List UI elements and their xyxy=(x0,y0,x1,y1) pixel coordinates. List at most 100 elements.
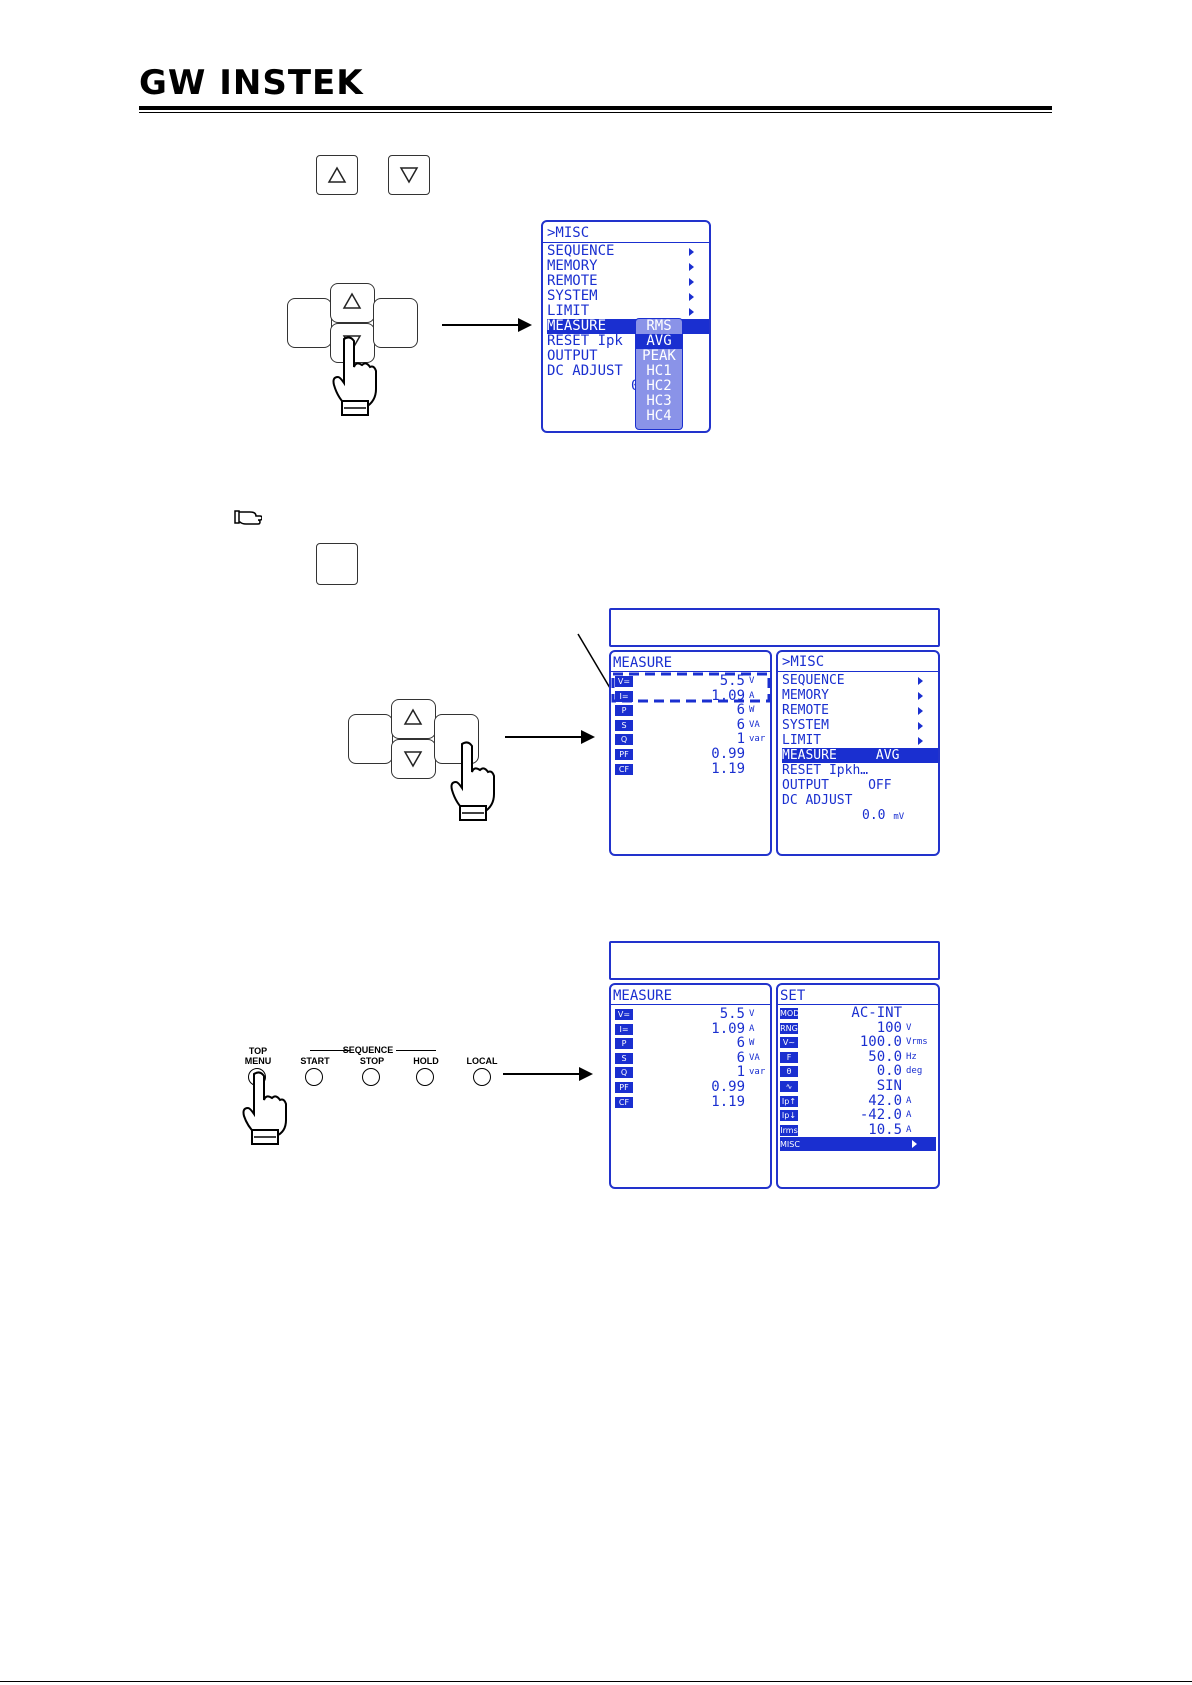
popup-option-rms[interactable]: RMS xyxy=(646,318,672,334)
menu2-item-dc-adjust[interactable]: DC ADJUST xyxy=(782,793,853,808)
menu-item-memory[interactable]: MEMORY xyxy=(547,259,694,274)
dc-adjust-value: 0.0 mV xyxy=(862,808,905,823)
sequence-line-right xyxy=(396,1050,436,1051)
row-value: 0.0 xyxy=(876,1063,902,1080)
row-unit: A xyxy=(749,690,755,701)
row-value: 0.99 xyxy=(711,1079,745,1095)
arrow-1 xyxy=(442,318,532,332)
menu-item-sequence[interactable]: SEQUENCE xyxy=(547,244,694,259)
row-unit: VA xyxy=(749,1052,760,1063)
menu2-item-sequence[interactable]: SEQUENCE xyxy=(782,673,923,688)
row-value: 5.5 xyxy=(719,673,745,689)
menu-item-system[interactable]: SYSTEM xyxy=(547,289,694,304)
menu-item-dc-adjust[interactable]: DC ADJUST xyxy=(547,363,623,379)
measure-pane-title: MEASURE xyxy=(613,655,673,671)
row-value: 1.19 xyxy=(711,760,745,777)
row-badge-icon: Q xyxy=(615,1067,633,1079)
menu-item-reset-ipk[interactable]: RESET Ipk xyxy=(547,333,623,349)
menu2-item-reset-ipk[interactable]: RESET Ipkh… xyxy=(782,763,869,778)
menu2-item-measure[interactable]: MEASURE AVG xyxy=(782,748,938,763)
misc-menu-title: >MISC xyxy=(547,225,590,241)
row-value: 6 xyxy=(736,1049,745,1066)
popup-option-peak[interactable]: PEAK xyxy=(642,348,676,364)
callout-line xyxy=(577,633,611,689)
up-pad-key xyxy=(330,283,375,323)
row-value: 6 xyxy=(736,1035,745,1052)
top-menu-label: TOP MENU xyxy=(244,1046,272,1066)
row-unit: deg xyxy=(906,1066,923,1077)
row-unit: A xyxy=(906,1124,912,1135)
popup-option-avg[interactable]: AVG xyxy=(636,334,682,349)
menu-item-remote[interactable]: REMOTE xyxy=(547,274,694,289)
menu-item-output[interactable]: OUTPUT xyxy=(547,348,598,364)
hold-label: HOLD xyxy=(413,1056,439,1066)
local-button[interactable] xyxy=(473,1068,491,1086)
arrow-3 xyxy=(503,1067,593,1081)
row-unit: Vrms xyxy=(906,1037,928,1048)
row-value: 6 xyxy=(736,716,745,733)
row-value: AC-INT xyxy=(851,1005,902,1021)
misc-menu-screen-2: >MISC SEQUENCE MEMORY REMOTE SYSTEM LIMI… xyxy=(776,650,940,856)
header-rule-thin xyxy=(139,112,1052,113)
misc-selection-bar[interactable] xyxy=(780,1137,936,1152)
up-pad-key-2 xyxy=(391,699,436,739)
row-unit: VA xyxy=(749,719,760,730)
row-value: SIN xyxy=(876,1078,902,1094)
start-label: START xyxy=(300,1056,330,1066)
screen-header-bar-1 xyxy=(609,608,940,647)
row-value: 1.19 xyxy=(711,1093,745,1110)
measure-mode-popup[interactable]: RMS AVG PEAK HC1 HC2 HC3 HC4 xyxy=(635,318,683,430)
right-pad-key xyxy=(373,298,418,348)
stop-label: STOP xyxy=(359,1056,385,1066)
row-unit: A xyxy=(906,1095,912,1106)
hold-button[interactable] xyxy=(416,1068,434,1086)
popup-option-hc4[interactable]: HC4 xyxy=(646,408,672,424)
row-unit: var xyxy=(749,734,766,745)
row-value: 6 xyxy=(736,702,745,719)
stop-button[interactable] xyxy=(362,1068,380,1086)
row-value: 10.5 xyxy=(868,1121,902,1138)
down-pad-key-2 xyxy=(391,739,436,779)
row-badge-icon: PF xyxy=(615,749,633,760)
row-badge-icon: CF xyxy=(615,1096,633,1108)
menu2-item-system[interactable]: SYSTEM xyxy=(782,718,923,733)
row-value: 1.09 xyxy=(711,687,745,704)
pointing-hand-icon-3 xyxy=(242,1071,287,1145)
row-badge-icon: V~ xyxy=(780,1037,798,1049)
row-unit: W xyxy=(749,1038,755,1049)
row-value: 100 xyxy=(876,1019,902,1036)
row-badge-icon: PF xyxy=(615,1082,633,1093)
up-key-icon xyxy=(316,155,358,195)
screen-header-bar-2 xyxy=(609,941,940,980)
start-button[interactable] xyxy=(305,1068,323,1086)
row-badge-icon: P xyxy=(615,1038,633,1050)
row-badge-icon: I= xyxy=(615,690,633,702)
sequence-label: SEQUENCE xyxy=(342,1045,394,1055)
misc-menu-screen: >MISC SEQUENCE MEMORY REMOTE SYSTEM LIMI… xyxy=(541,220,711,433)
reference-hand-icon xyxy=(234,510,262,525)
row-value: 1 xyxy=(736,1064,745,1081)
row-badge-icon: ∿ xyxy=(780,1081,798,1092)
menu-item-limit[interactable]: LIMIT xyxy=(547,304,694,319)
popup-option-hc2[interactable]: HC2 xyxy=(646,378,672,394)
menu2-item-remote[interactable]: REMOTE xyxy=(782,703,923,718)
row-value: -42.0 xyxy=(859,1107,902,1124)
menu2-item-output[interactable]: OUTPUT OFF xyxy=(782,778,892,793)
sequence-line-left xyxy=(310,1050,350,1051)
menu2-item-memory[interactable]: MEMORY xyxy=(782,688,923,703)
left-pad-key xyxy=(287,298,332,348)
row-badge-icon: CF xyxy=(615,763,633,775)
menu-item-measure[interactable]: MEASURE xyxy=(547,319,709,334)
menu2-item-limit[interactable]: LIMIT xyxy=(782,733,923,748)
row-badge-icon: V= xyxy=(615,676,633,687)
row-badge-icon: θ xyxy=(780,1066,798,1078)
row-badge-icon: V= xyxy=(615,1009,633,1020)
row-unit: var xyxy=(749,1067,766,1078)
popup-option-hc1[interactable]: HC1 xyxy=(646,363,672,379)
header-rule-thick xyxy=(139,106,1052,110)
row-badge-icon: Ip↓ xyxy=(780,1110,798,1122)
popup-option-hc3[interactable]: HC3 xyxy=(646,393,672,409)
row-unit: V xyxy=(906,1022,912,1033)
row-badge-icon: Irms xyxy=(780,1124,798,1136)
